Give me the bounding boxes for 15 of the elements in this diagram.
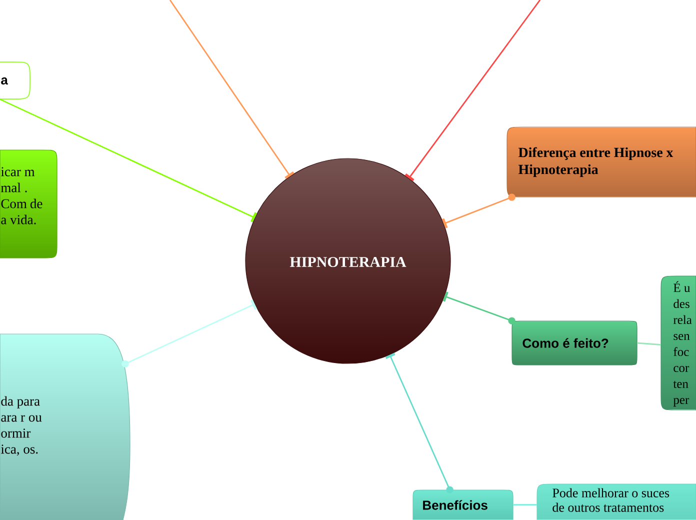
topic-label: Diferença entre Hipnose x Hipnoterapia [518, 147, 674, 178]
connector-line [0, 98, 257, 222]
connector-line [442, 292, 516, 324]
connector-line [637, 342, 661, 346]
topic-label: Benefícios [423, 500, 488, 510]
note-text: É u des rela sen foc cor ten per [673, 281, 692, 407]
note-text: da para ara r ou ormir ica, os. [0, 396, 42, 456]
note-text: Pode melhorar o suces de outros tratamentos [552, 488, 670, 512]
connector-line [385, 352, 454, 494]
title-text: HIPNOTERAPIA [290, 256, 406, 268]
note-text: icar m mal . Com de a vida. [0, 167, 42, 224]
connector-line [169, 0, 294, 179]
topic-label: a [1, 77, 8, 85]
topic-label: Como é feito? [522, 338, 608, 348]
connector-line [513, 504, 537, 506]
